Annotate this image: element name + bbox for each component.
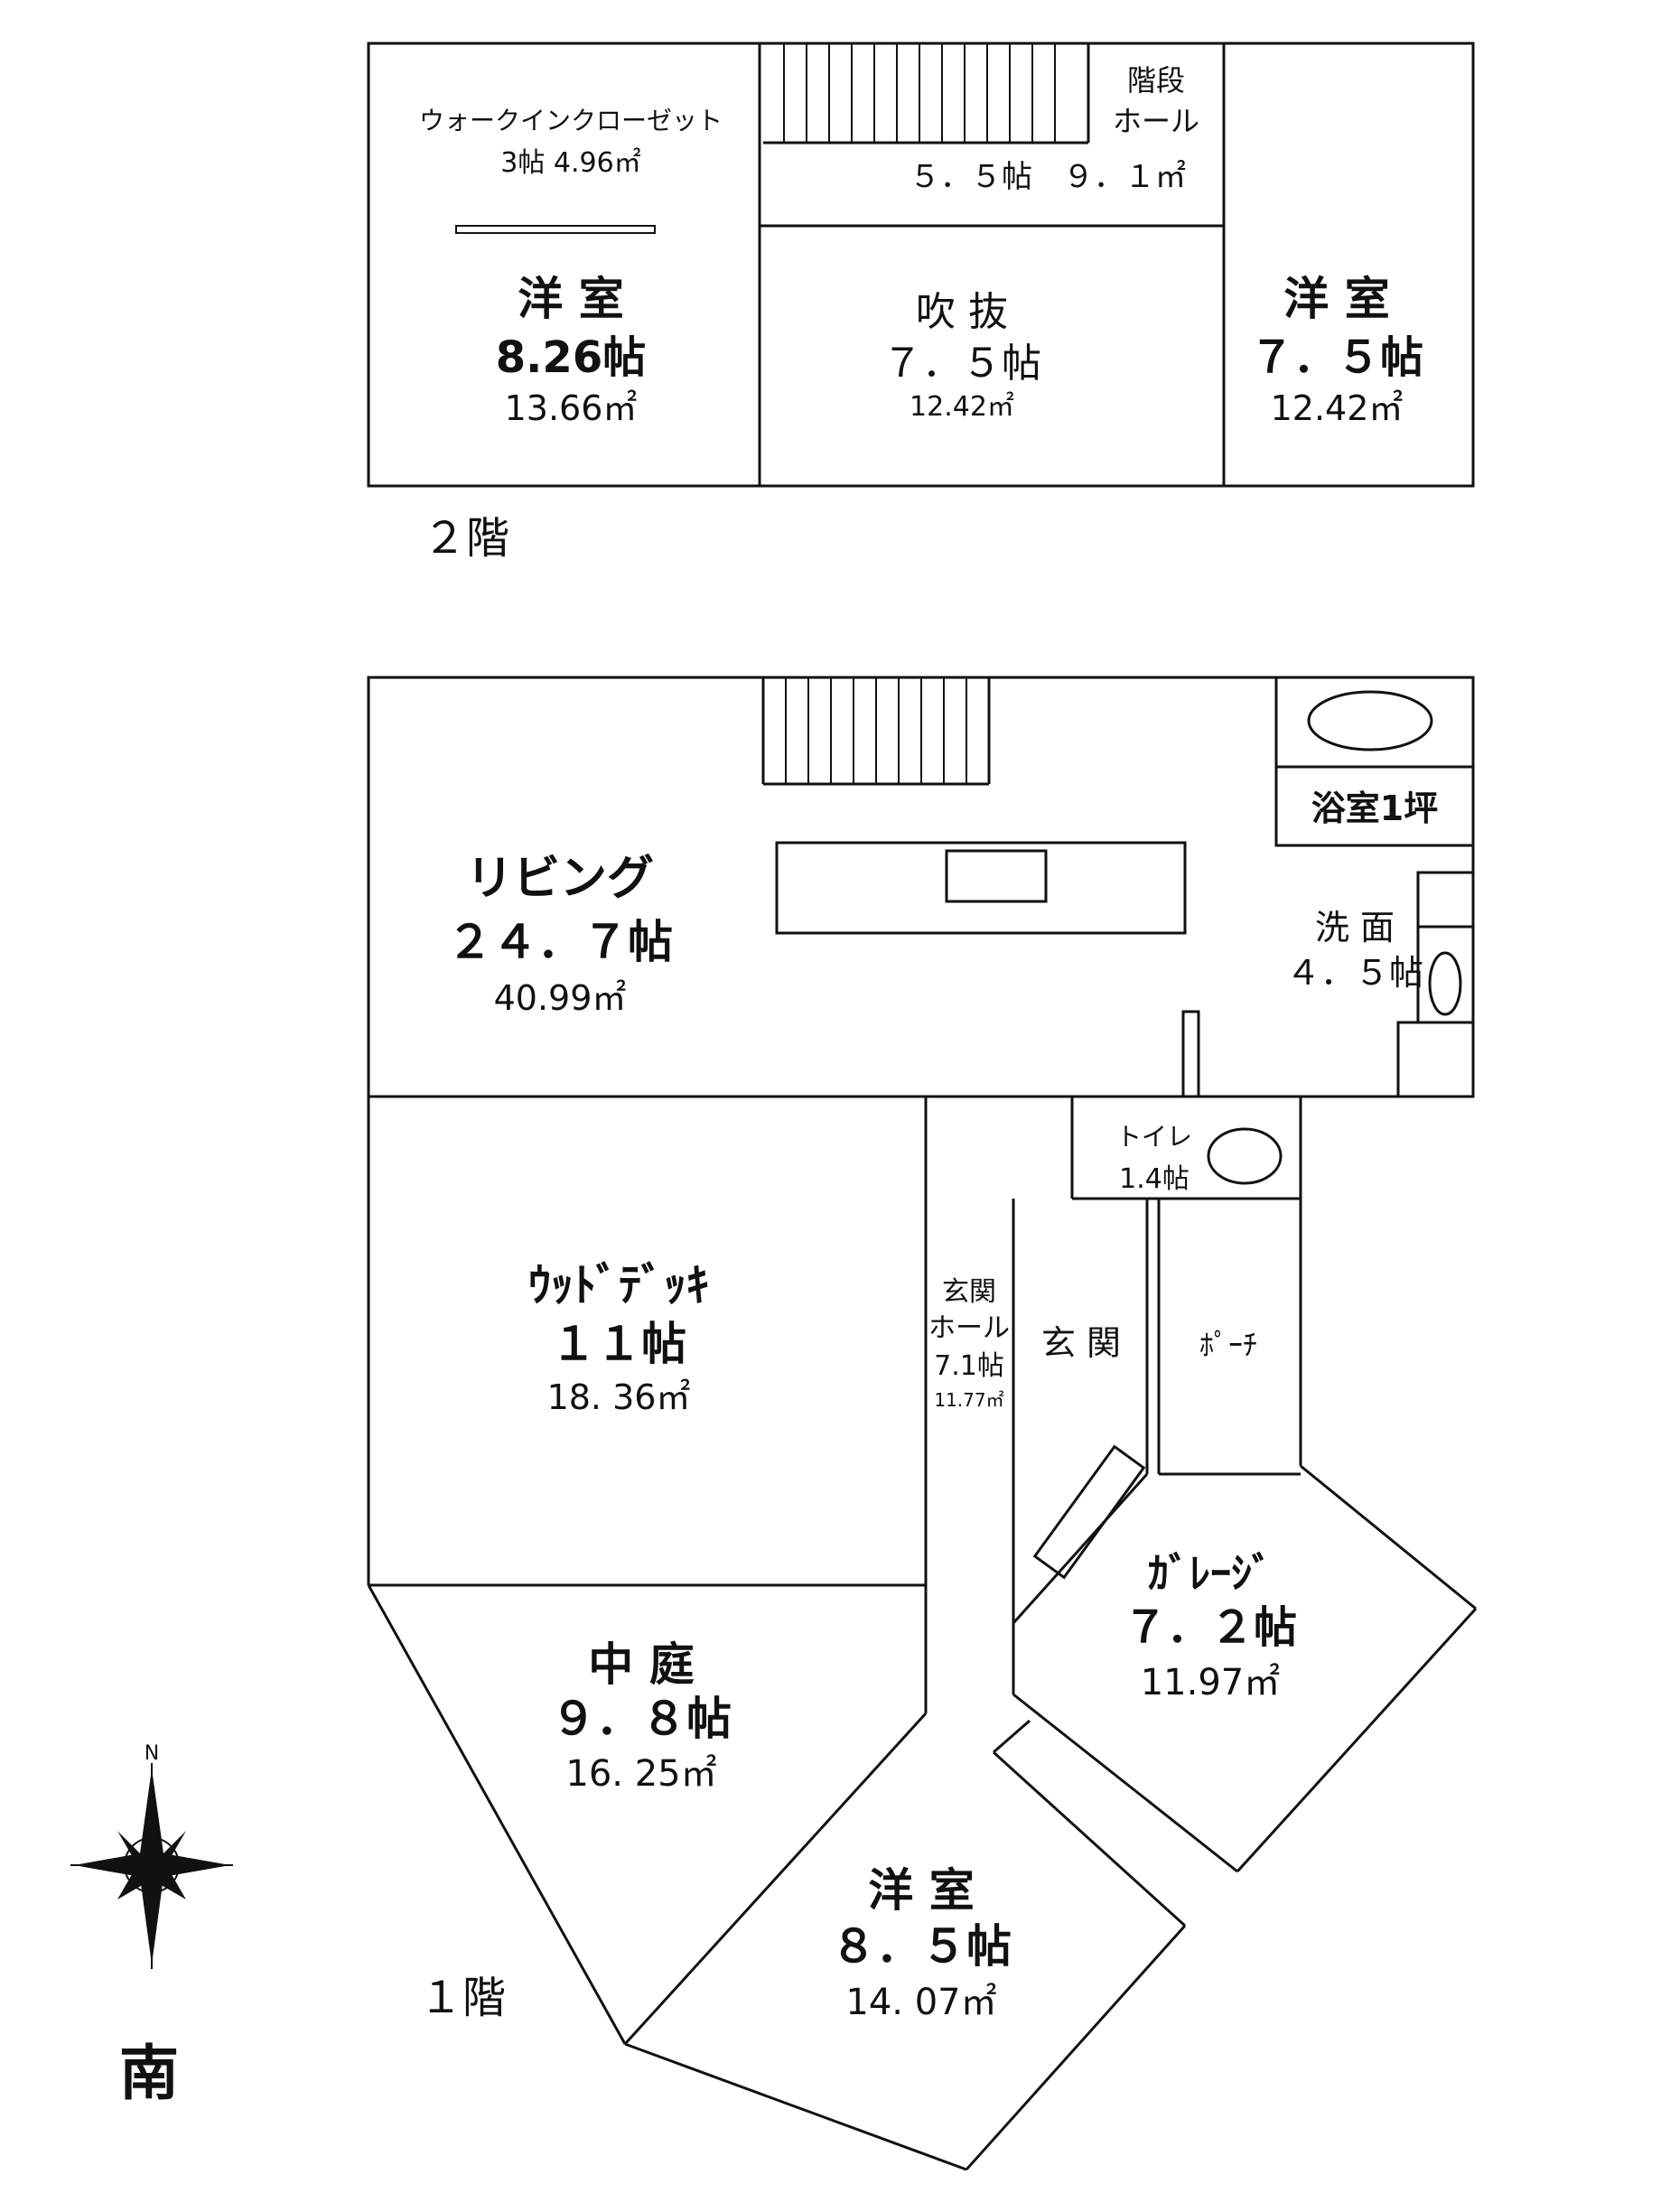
washroom-name: 洗 面: [1315, 908, 1395, 947]
floor2-walls: [367, 42, 1475, 488]
entrance-hall-area: 11.77㎡: [934, 1389, 1003, 1411]
compass-rose: N: [70, 1742, 233, 1969]
living-name: リビング: [466, 852, 654, 906]
western-room-east-area: 12.42㎡: [1271, 388, 1404, 428]
floor1-label: １階: [419, 1973, 506, 2023]
western-room-east-name: 洋 室: [1283, 273, 1389, 325]
courtyard-tatami: ９．８帖: [551, 1693, 732, 1745]
living-tatami: ２４．７帖: [447, 916, 673, 968]
western-room-east-tatami: ７．５帖: [1250, 332, 1423, 383]
kitchen-counter: [775, 841, 1187, 935]
courtyard-area: 16. 25㎡: [565, 1753, 716, 1795]
courtyard-name: 中 庭: [588, 1638, 694, 1691]
porch-name: ﾎﾟｰﾁ: [1199, 1328, 1257, 1362]
entrance-hall-line1: 玄関: [942, 1276, 996, 1308]
atrium-area: 12.42㎡: [910, 391, 1014, 423]
western-room-west-tatami: 8.26帖: [496, 332, 646, 383]
western-room-area: 14. 07㎡: [845, 1982, 996, 2023]
bathtub: [1307, 690, 1433, 751]
wood-deck-area: 18. 36㎡: [547, 1377, 691, 1417]
bath-name: 浴室1坪: [1311, 789, 1438, 828]
wood-deck-tatami: １１帖: [551, 1318, 686, 1370]
atrium-tatami: ７．５帖: [882, 341, 1041, 387]
closet-rail: [455, 225, 656, 234]
western-room-tatami: ８．５帖: [831, 1920, 1012, 1973]
compass-direction-south: 南: [119, 2039, 179, 2108]
living-area: 40.99㎡: [494, 978, 627, 1018]
garage-name: ｶﾞﾚｰｼﾞ: [1148, 1549, 1273, 1598]
toilet-bowl: [1207, 1127, 1283, 1185]
walk-in-closet-size: 3帖 4.96㎡: [500, 147, 640, 179]
western-room-west-name: 洋 室: [518, 273, 623, 325]
garage-area: 11.97㎡: [1141, 1662, 1281, 1703]
floor1-walls: [367, 676, 1478, 2171]
entrance-name: 玄 関: [1041, 1323, 1121, 1363]
shoe-cabinet: [1032, 1444, 1146, 1580]
wash-basin: [1428, 951, 1462, 1016]
atrium-name: 吹 抜: [916, 289, 1008, 335]
toilet-tatami: 1.4帖: [1119, 1163, 1190, 1195]
compass-north-label: N: [145, 1742, 159, 1765]
toilet-name: トイレ: [1116, 1122, 1192, 1152]
stair-hall-size: ５．５帖 ９．１㎡: [910, 159, 1186, 195]
floor2-label: ２階: [423, 513, 509, 564]
entrance-hall-tatami: 7.1帖: [934, 1350, 1004, 1382]
western-room-west-area: 13.66㎡: [505, 388, 638, 428]
wood-deck-name: ｳｯﾄﾞﾃﾞｯｷ: [528, 1259, 709, 1311]
floor2-stair-treads: [783, 43, 1056, 143]
kitchen-sink: [945, 849, 1048, 903]
western-room-name: 洋 室: [868, 1864, 974, 1917]
entrance-hall-line2: ホール: [928, 1312, 1010, 1344]
partition: [1181, 1010, 1200, 1098]
washroom-tatami: ４．５帖: [1286, 953, 1423, 993]
stair-hall-name-line2: ホール: [1113, 104, 1199, 138]
garage-tatami: ７．２帖: [1124, 1602, 1297, 1653]
walk-in-closet-name: ウォークインクローゼット: [419, 106, 723, 135]
floor1-stair-treads: [785, 677, 967, 784]
stair-hall-name-line1: 階段: [1127, 63, 1185, 98]
